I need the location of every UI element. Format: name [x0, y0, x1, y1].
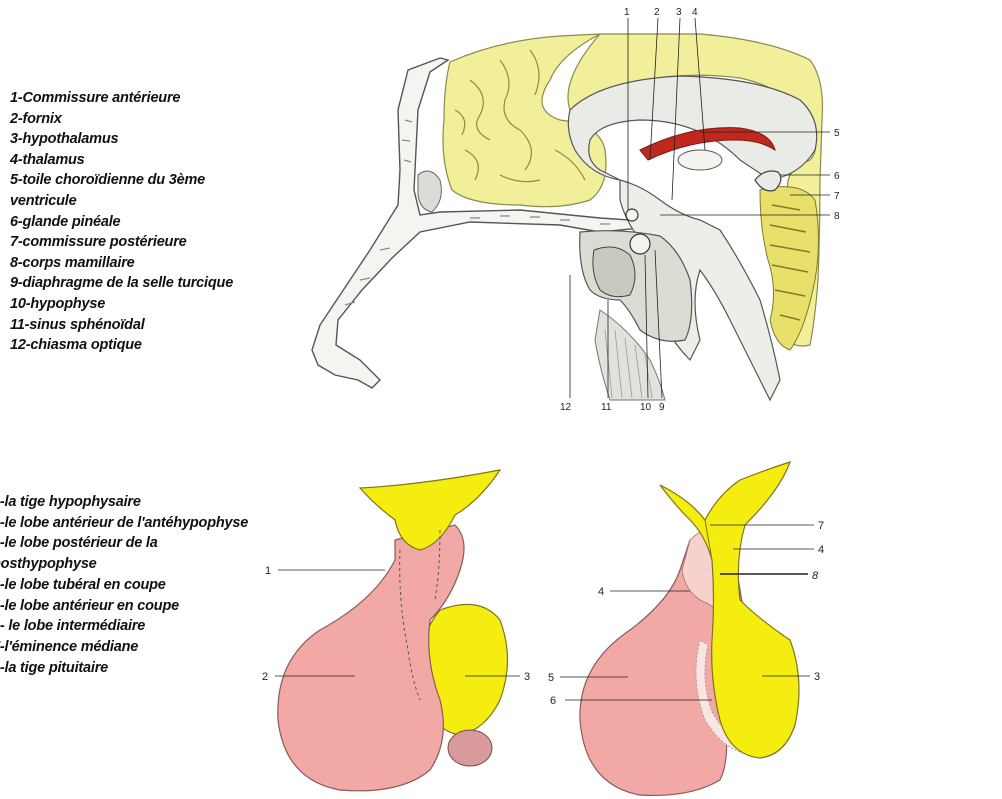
label-6: 6 [550, 695, 556, 707]
pineal-gland [755, 171, 781, 191]
label-4: 4 [598, 586, 604, 598]
label-8: 8 [834, 211, 840, 222]
hypophysis [630, 234, 650, 254]
label-2: 2 [654, 7, 660, 18]
sphenoid-sinus [593, 247, 635, 297]
label-11: 11 [601, 402, 612, 413]
label-5: 5 [834, 128, 840, 139]
label-12: 12 [560, 402, 572, 413]
label-1: 1 [265, 565, 271, 577]
label-7: 7 [818, 520, 824, 532]
label-5: 5 [548, 672, 554, 684]
frontal-sinus [418, 171, 441, 212]
label-8: 8 [812, 570, 819, 582]
mamillary-body [626, 209, 638, 221]
label-2: 2 [262, 671, 268, 683]
label-3: 3 [676, 7, 682, 18]
thalamus [678, 150, 722, 170]
label-9: 9 [659, 402, 665, 413]
label-4: 4 [692, 7, 698, 18]
label-4: 4 [818, 544, 824, 556]
posterior-lobe-base [448, 730, 492, 766]
infundibulum-funnel [360, 470, 500, 550]
label-1: 1 [624, 7, 630, 18]
hypophysis-external: 1 2 3 [262, 470, 530, 791]
label-3: 3 [814, 671, 820, 683]
label-10: 10 [640, 402, 652, 413]
label-7: 7 [834, 191, 840, 202]
label-3: 3 [524, 671, 530, 683]
hypophysis-section: 7 4 8 4 5 6 3 [548, 462, 824, 795]
label-6: 6 [834, 171, 840, 182]
sagittal-section: 1 2 3 4 5 6 7 8 12 11 10 9 [312, 7, 840, 413]
